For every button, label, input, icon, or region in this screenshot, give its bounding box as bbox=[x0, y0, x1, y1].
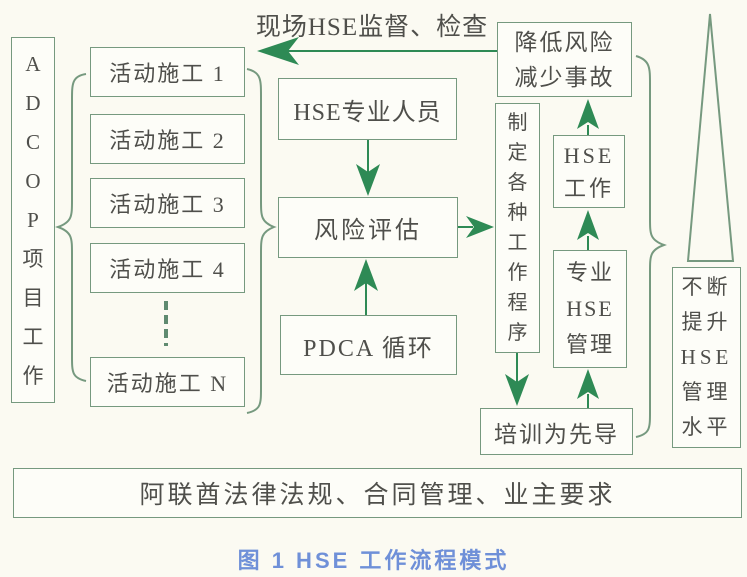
arrow-risk-to-procedures bbox=[458, 216, 494, 238]
arrow-procedures-to-training bbox=[505, 353, 529, 406]
reduce-risk-box: 降低风险 减少事故 bbox=[497, 22, 632, 97]
activities-brace bbox=[246, 68, 277, 414]
activity-box-2: 活动施工 2 bbox=[90, 114, 245, 164]
arrow-work-to-reduce bbox=[577, 99, 599, 135]
training-first-box: 培训为先导 bbox=[480, 408, 633, 455]
figure-caption: 图 1 HSE 工作流程模式 bbox=[237, 548, 510, 573]
pdca-cycle-box: PDCA 循环 bbox=[280, 315, 457, 375]
arrow-pdca-to-risk bbox=[354, 259, 378, 315]
growth-triangle-icon bbox=[686, 13, 735, 262]
activity-box-3: 活动施工 3 bbox=[90, 178, 245, 228]
adcop-project-box: A D C O P 项 目 工 作 bbox=[11, 37, 55, 403]
hse-work-box: HSE 工作 bbox=[553, 135, 625, 208]
continuous-improvement-box: 不断 提升 HSE 管理 水平 bbox=[672, 267, 741, 448]
arrow-professional-to-work bbox=[577, 210, 599, 250]
left-brace bbox=[55, 73, 87, 382]
activity-box-n: 活动施工 N bbox=[90, 357, 245, 407]
hse-staff-box: HSE专业人员 bbox=[278, 78, 457, 140]
procedures-box: 制 定 各 种 工 作 程 序 bbox=[495, 103, 540, 353]
risk-assessment-box: 风险评估 bbox=[278, 197, 458, 258]
arrow-training-to-professional bbox=[577, 369, 599, 408]
activity-box-1: 活动施工 1 bbox=[90, 47, 245, 97]
hse-column-brace bbox=[635, 55, 667, 438]
foundation-bar: 阿联酋法律法规、合同管理、业主要求 bbox=[13, 468, 742, 518]
activity-box-4: 活动施工 4 bbox=[90, 243, 245, 293]
professional-hse-box: 专业 HSE 管理 bbox=[553, 250, 627, 368]
arrow-staff-to-risk bbox=[356, 140, 380, 196]
supervision-label: 现场HSE监督、检查 bbox=[255, 14, 489, 41]
